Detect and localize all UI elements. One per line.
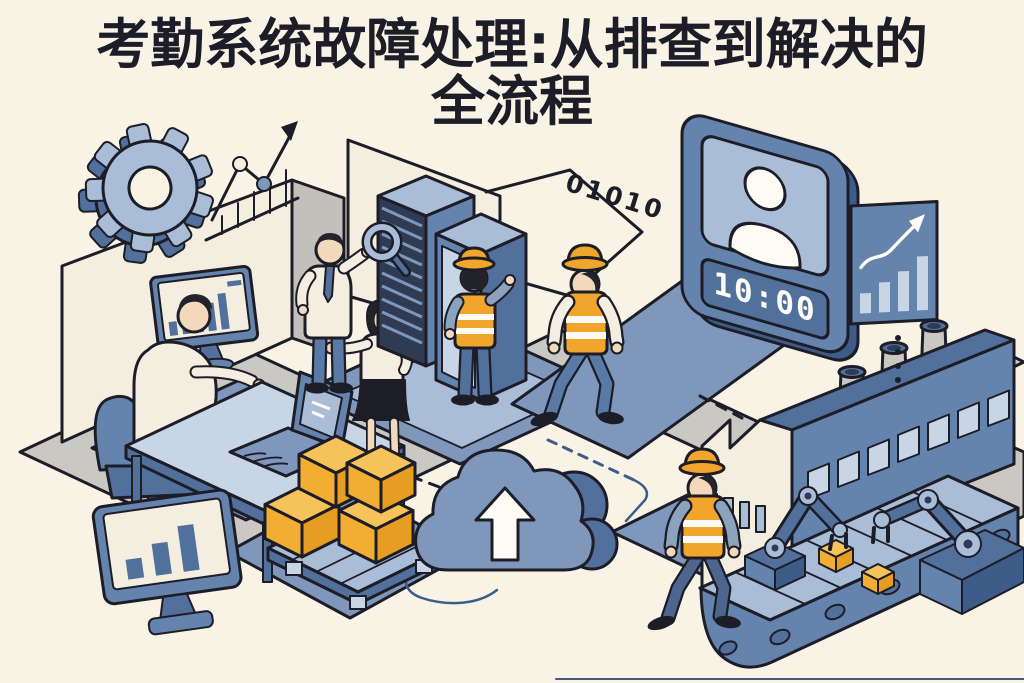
connectors: [392, 394, 1024, 680]
clock-panel: [700, 258, 830, 340]
growth-chart-icon: [204, 121, 300, 242]
link-elbow-right: [624, 478, 649, 523]
dashed-line-device: [698, 394, 744, 420]
dotted-link-card-factory: [895, 335, 901, 383]
gripper: [828, 532, 848, 551]
link-elbow-left: [404, 575, 499, 605]
factory: [698, 319, 1024, 669]
gripper: [871, 525, 890, 544]
dotted-line-pallet-cloud: [392, 468, 476, 502]
robot-arm-2: [871, 489, 1024, 615]
dashed-line-path-cloud: [546, 438, 636, 482]
trend-card-icon: [849, 199, 939, 326]
safety-vest-icon: [453, 292, 497, 350]
trend-card-panel: [849, 199, 939, 326]
server-room: [295, 174, 528, 406]
upload-cloud-icon: [414, 448, 619, 572]
skirt: [352, 379, 410, 421]
trend-bars: [860, 255, 928, 314]
flow-chevron: [484, 168, 644, 298]
box-4: [345, 444, 417, 514]
belt-side: [698, 506, 1020, 669]
attendance-device: 10:00: [680, 114, 860, 362]
inspector-man: [295, 221, 411, 394]
tie: [323, 265, 335, 303]
floor-monitor: [91, 488, 243, 636]
technician-worker: [443, 246, 516, 406]
user-avatar-icon: [728, 166, 802, 270]
hair: [178, 294, 212, 312]
screen-bars: [125, 524, 200, 580]
robot-arm-1: [744, 486, 848, 591]
trend-arrow-icon: [859, 221, 919, 270]
upload-arrow-icon: [474, 486, 536, 562]
belt-box-2: [861, 563, 895, 595]
magnifier-icon: [361, 221, 411, 277]
pallet-boxes-icon: [263, 434, 446, 610]
arrow-up-icon: [281, 121, 298, 141]
monitor-foot: [147, 610, 214, 636]
gear-icon: [77, 123, 214, 264]
